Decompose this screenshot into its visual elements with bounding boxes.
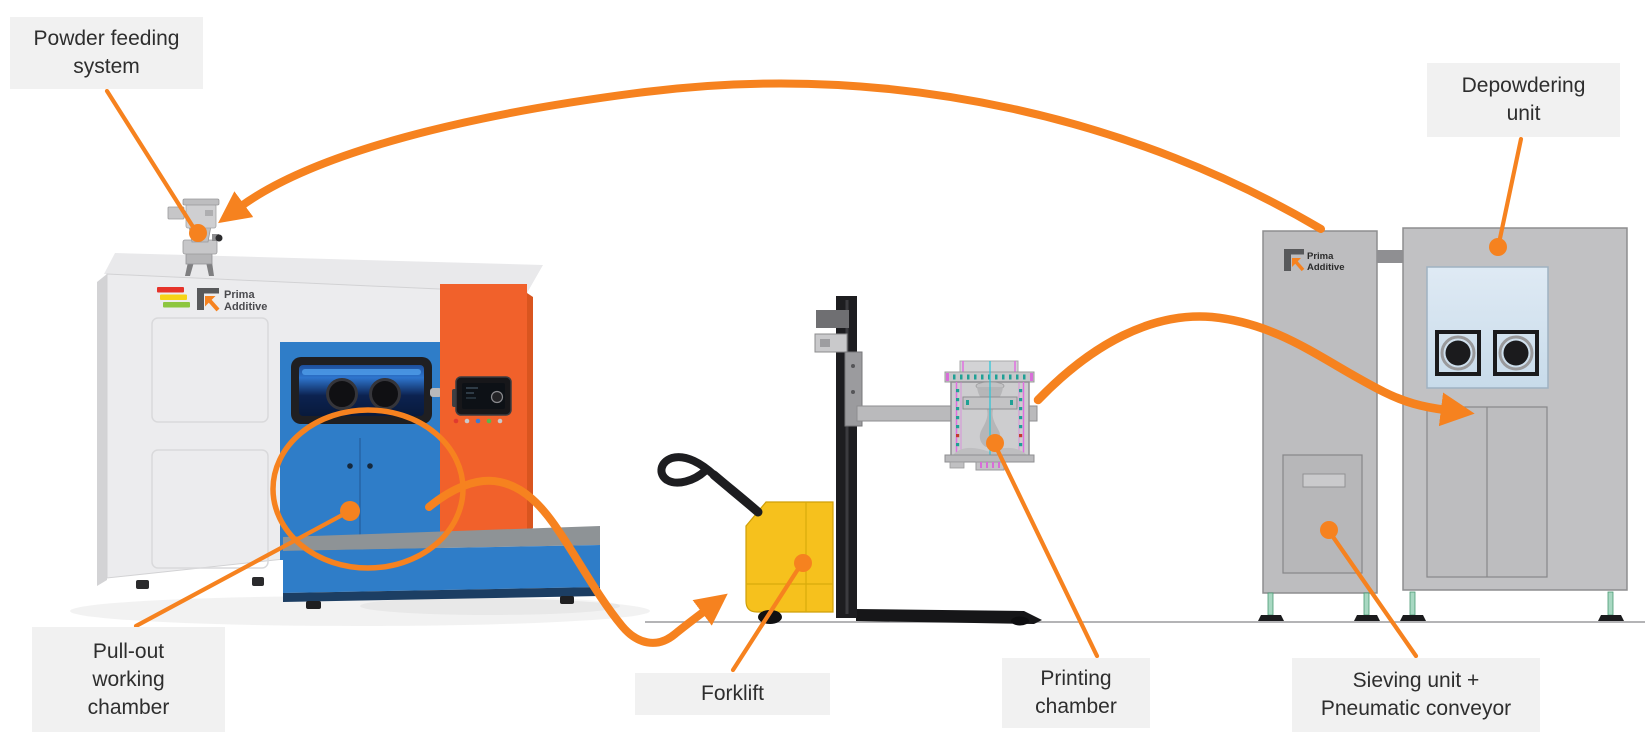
forklift-body: [745, 501, 834, 613]
prima-additive-logo: Prima Additive: [157, 287, 267, 313]
callout-dot-depowdering: [1489, 238, 1507, 256]
brand-text-line2: Additive: [1307, 262, 1344, 273]
flow-arrow-machine-to-forklift: [425, 476, 728, 647]
callout-dot-powder-feeding: [189, 224, 207, 242]
flow-arrow-sieving-to-powder-feeder: [218, 79, 1325, 233]
callout-dot-forklift: [794, 554, 812, 572]
fork: [856, 609, 1042, 624]
label-text-line: system: [73, 55, 140, 78]
callout-line-pull-out: [133, 510, 349, 629]
label-text-line: chamber: [87, 695, 170, 719]
glove-port: [326, 378, 358, 410]
callout-line-depowdering: [1496, 136, 1524, 246]
callouts: [104, 88, 1524, 673]
label-text-line: Forklift: [701, 682, 764, 705]
label-pull-out-working-chamber: Pull-out working chamber: [32, 627, 225, 732]
printer-machine: Prima Additive: [70, 253, 650, 626]
callout-line-printing-chamber: [993, 444, 1100, 659]
highlight-ellipse-working-chamber: [270, 407, 466, 571]
callout-line-forklift: [730, 563, 803, 673]
label-printing-chamber: Printing chamber: [1002, 658, 1150, 728]
label-text-line: Pull-out: [92, 639, 165, 663]
machine-top-surface: [104, 253, 543, 293]
prima-arrow-icon: [197, 288, 220, 312]
label-text-line: chamber: [1035, 695, 1117, 718]
label-text-line: Sieving unit +: [1352, 669, 1480, 692]
brand-text-line1: Prima: [1307, 251, 1334, 262]
label-text-line: Printing: [1040, 667, 1112, 690]
prima-additive-logo-small: Prima Additive: [1284, 249, 1344, 273]
flow-arrows: [218, 79, 1475, 647]
tiller-handle: [709, 470, 763, 517]
callout-dot-pull-out: [340, 501, 360, 521]
label-text-line: Powder feeding: [33, 27, 180, 50]
control-section: [440, 284, 533, 533]
label-sieving-unit-pneumatic-conveyor: Sieving unit + Pneumatic conveyor: [1292, 658, 1540, 732]
depowdering-unit-cabinet: [1377, 227, 1628, 621]
glove-port: [1503, 340, 1529, 366]
printing-chamber-box: [944, 360, 1035, 471]
label-depowdering-unit: Depowdering unit: [1427, 63, 1620, 137]
brand-color-bars: [157, 287, 190, 308]
floor-shadow: [70, 596, 650, 626]
callout-dot-printing-chamber: [986, 434, 1004, 452]
label-text-line: working: [92, 667, 165, 691]
callout-line-powder-feeding: [104, 88, 198, 233]
callout-dot-sieving: [1320, 521, 1338, 539]
brand-text-line2: Additive: [224, 301, 267, 313]
sieving-door: [1282, 454, 1363, 574]
label-powder-feeding-system: Powder feeding system: [10, 17, 203, 89]
label-text-line: Depowdering: [1461, 74, 1586, 97]
pull-out-platform: [283, 526, 600, 609]
label-text-line: Pneumatic conveyor: [1320, 697, 1512, 720]
glove-port: [369, 378, 401, 410]
window-handle: [430, 388, 442, 397]
depowdering-window: [1426, 266, 1549, 389]
connecting-duct: [1377, 250, 1403, 263]
flow-arrow-chamber-to-depowdering: [1033, 312, 1475, 427]
prima-arrow-icon: [1284, 249, 1305, 272]
brand-text-line1: Prima: [224, 289, 255, 301]
callout-line-sieving: [1328, 531, 1419, 659]
observation-window: [291, 357, 442, 424]
label-text-line: unit: [1506, 102, 1541, 125]
label-forklift: Forklift: [635, 673, 830, 715]
sieving-unit-cabinet: Prima Additive: [1258, 230, 1380, 621]
glove-port: [1445, 340, 1471, 366]
